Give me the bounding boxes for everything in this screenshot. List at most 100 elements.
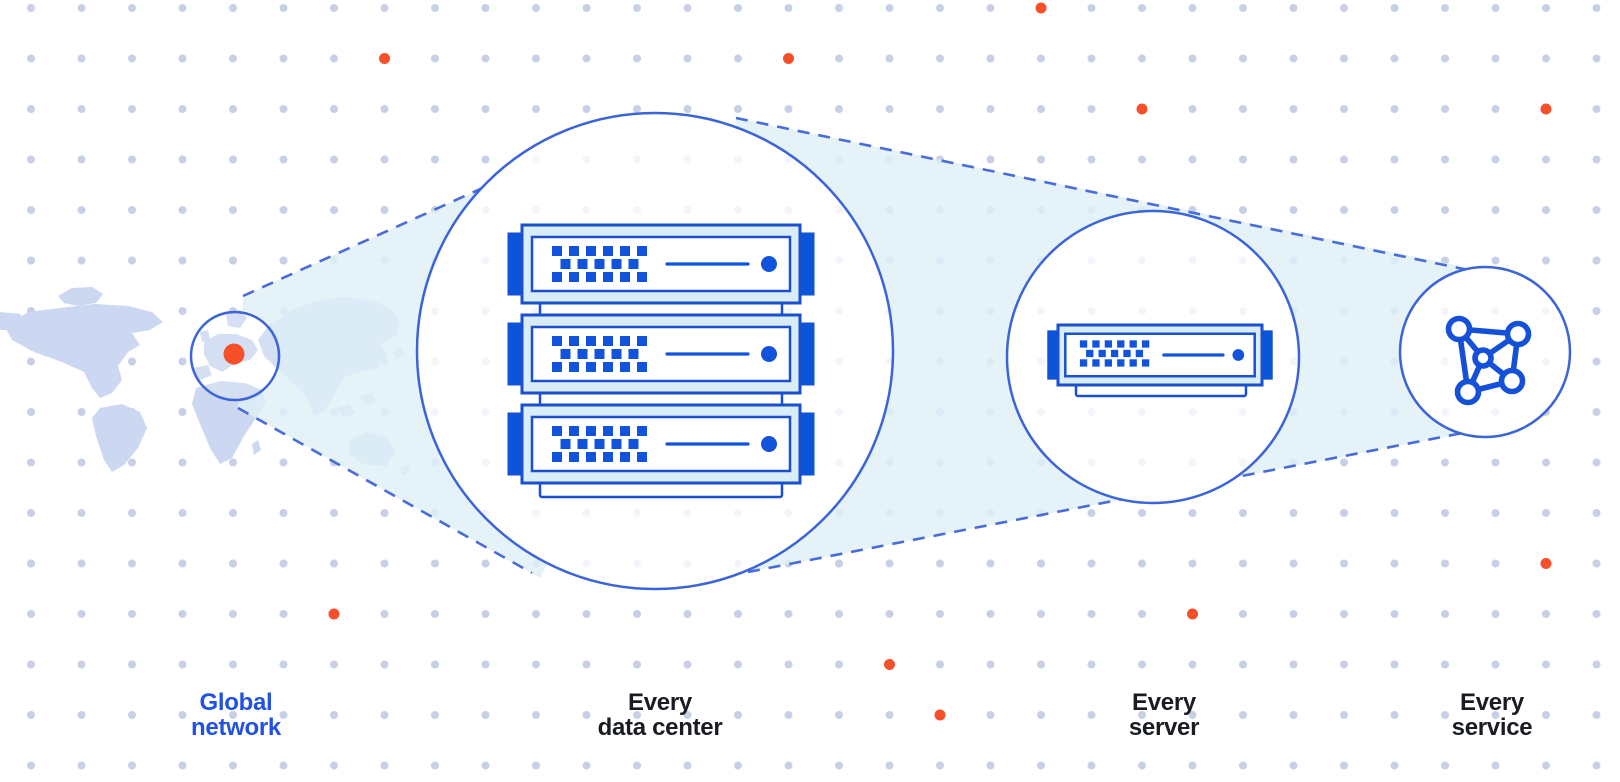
grid-dot: [1239, 155, 1247, 164]
grid-dot: [1239, 509, 1247, 517]
grid-dot: [128, 206, 136, 214]
grid-dot: [532, 660, 540, 669]
grid-dot: [1340, 458, 1348, 467]
grid-dot: [1542, 458, 1550, 467]
grid-dot: [128, 660, 136, 669]
grid-dot: [27, 509, 35, 517]
grid-dot: [1390, 206, 1399, 214]
grid-dot: [77, 660, 86, 669]
grid-dot: [1491, 256, 1500, 265]
grid-dot: [936, 610, 944, 618]
grid-dot: [532, 761, 540, 770]
grid-dot: [633, 105, 641, 113]
grid-dot: [279, 509, 288, 517]
grid-dot: [1491, 155, 1500, 164]
grid-dot: [27, 256, 35, 265]
grid-dot: [633, 610, 641, 618]
grid-dot: [1491, 761, 1500, 770]
grid-dot: [380, 105, 389, 113]
grid-dot: [1491, 4, 1500, 12]
grid-dot: [532, 610, 540, 618]
grid-dot: [1138, 660, 1146, 669]
grid-dot: [835, 610, 843, 618]
grid-dot: [229, 206, 237, 214]
grid-dot: [77, 105, 86, 113]
grid-dot: [1289, 761, 1298, 770]
grid-dot: [431, 610, 439, 618]
grid-dot: [1188, 54, 1197, 63]
grid-dot: [128, 256, 136, 265]
grid-dot: [1592, 256, 1601, 265]
grid-dot: [481, 54, 490, 63]
grid-dot: [986, 711, 995, 719]
grid-dot: [1289, 4, 1298, 12]
grid-dot: [77, 509, 86, 517]
grid-dot: [1188, 4, 1197, 12]
grid-dot: [178, 256, 187, 265]
grid-dot: [1542, 660, 1550, 669]
grid-dot: [1087, 54, 1096, 63]
grid-dot: [279, 660, 288, 669]
grid-dot: [279, 559, 288, 568]
grid-dot: [784, 660, 793, 669]
grid-dot: [27, 4, 35, 12]
grid-dot: [1542, 761, 1550, 770]
grid-dot: [936, 4, 944, 12]
grid-dot: [1037, 559, 1045, 568]
grid-dot: [481, 4, 490, 12]
grid-dot: [330, 559, 338, 568]
map-marker-icon: [223, 343, 245, 365]
grid-dot: [1390, 4, 1399, 12]
grid-dot: [1087, 509, 1096, 517]
grid-dot: [229, 660, 237, 669]
label-line: Every: [1460, 689, 1524, 716]
orange-dot: [884, 659, 895, 670]
grid-dot: [27, 458, 35, 467]
grid-dot: [229, 610, 237, 618]
grid-dot: [1390, 761, 1399, 770]
grid-dot: [27, 761, 35, 770]
grid-dot: [431, 105, 439, 113]
grid-dot: [1592, 761, 1601, 770]
grid-dot: [1239, 559, 1247, 568]
grid-dot: [835, 4, 843, 12]
grid-dot: [279, 54, 288, 63]
grid-dot: [835, 105, 843, 113]
grid-dot: [1592, 206, 1601, 214]
grid-dot: [380, 206, 389, 214]
server-unit-single: [1047, 323, 1273, 387]
grid-dot: [128, 105, 136, 113]
grid-dot: [1592, 4, 1601, 12]
grid-dot: [330, 155, 338, 164]
grid-dot: [885, 761, 894, 770]
grid-dot: [27, 105, 35, 113]
server-unit-1: [507, 223, 815, 305]
grid-dot: [1289, 610, 1298, 618]
grid-dot: [27, 660, 35, 669]
network-node: [1472, 347, 1494, 369]
grid-dot: [1542, 54, 1550, 63]
grid-dot: [1441, 155, 1449, 164]
grid-dot: [77, 408, 86, 416]
grid-dot: [582, 610, 591, 618]
orange-dot: [1136, 103, 1148, 115]
grid-dot: [734, 660, 742, 669]
grid-dot: [885, 610, 894, 618]
grid-dot: [1138, 54, 1146, 63]
grid-dot: [178, 155, 187, 164]
grid-dot: [1340, 4, 1348, 12]
grid-dot: [128, 155, 136, 164]
grid-dot: [229, 711, 237, 719]
grid-dot: [1340, 761, 1348, 770]
grid-dot: [380, 610, 389, 618]
grid-dot: [986, 660, 995, 669]
grid-dot: [1441, 711, 1449, 719]
grid-dot: [1390, 610, 1399, 618]
label-line: data center: [597, 714, 723, 741]
grid-dot: [582, 660, 591, 669]
grid-dot: [279, 610, 288, 618]
grid-dot: [1592, 559, 1601, 568]
grid-dot: [1037, 660, 1045, 669]
single-server-icon: [1047, 323, 1273, 398]
grid-dot: [835, 761, 843, 770]
